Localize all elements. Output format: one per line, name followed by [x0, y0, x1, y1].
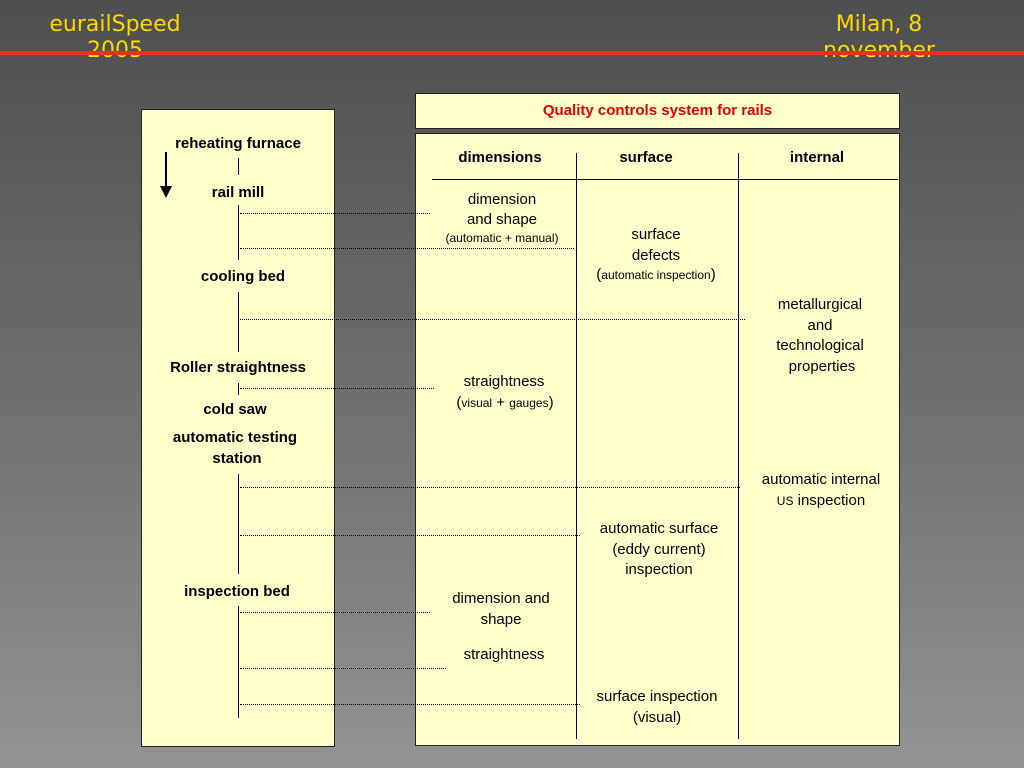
plus-sign: +: [492, 394, 510, 411]
connector-rail-mill: [240, 213, 430, 214]
paren-close: ): [548, 394, 554, 411]
control-auto-internal-line1: automatic internal: [761, 471, 881, 488]
column-dimensions: dimensions: [458, 149, 542, 166]
flow-arrow-head: [160, 186, 172, 198]
process-line: [238, 205, 239, 260]
control-metallurgical-line3: technological: [776, 337, 864, 354]
control-auto-surface-line3: inspection: [625, 561, 693, 578]
control-auto-internal-line2: US inspection: [746, 492, 896, 509]
control-metallurgical-line1: metallurgical: [777, 296, 863, 313]
mask: [580, 223, 735, 293]
connector-straightness-2: [240, 668, 446, 669]
control-surface-defects-line1: surface: [631, 226, 681, 243]
control-surface-inspection-line2: (visual): [632, 709, 682, 726]
process-line: [238, 383, 239, 395]
control-auto-surface-line1: automatic surface: [599, 520, 719, 537]
control-dimension-line3: (automatic + manual): [445, 231, 559, 245]
paren-close: ): [710, 266, 716, 283]
straightness-visual: visual: [461, 396, 493, 410]
control-dimension2-line1: dimension and: [452, 590, 550, 607]
conference-year: 2005: [40, 38, 190, 64]
us-abbrev: US: [776, 494, 794, 508]
column-surface: surface: [619, 149, 673, 166]
paren-open: (: [456, 394, 462, 411]
inspection-word: inspection: [793, 492, 866, 509]
connector-surface-inspection: [240, 704, 580, 705]
process-line: [238, 158, 239, 175]
control-surface-defects-line2: defects: [631, 247, 681, 264]
step-reheating-furnace: reheating furnace: [175, 135, 301, 152]
title-box: [415, 93, 900, 129]
mask: [740, 465, 898, 515]
connector-eddy-current: [240, 535, 580, 536]
control-metallurgical-line2: and: [807, 317, 833, 334]
header-rule: [432, 179, 898, 180]
control-straightness2: straightness: [463, 646, 545, 663]
step-cooling-bed: cooling bed: [200, 268, 286, 285]
diagram-title: Quality controls system for rails: [542, 102, 773, 119]
conference-name: eurailSpeed: [49, 12, 181, 37]
paren-open: (: [596, 266, 602, 283]
mask: [580, 683, 735, 727]
straightness-gauges: gauges: [509, 396, 549, 410]
control-surface-defects-line3: (automatic inspection): [576, 266, 736, 283]
connector-cooling-bed: [240, 319, 745, 320]
month: november: [819, 38, 939, 64]
mask: [199, 720, 283, 746]
step-inspection-bed: inspection bed: [184, 583, 290, 600]
header-left: eurailSpeed 2005: [40, 12, 190, 64]
column-separator: [738, 153, 739, 739]
connector-inspection-bed: [240, 612, 430, 613]
process-line: [238, 606, 239, 718]
column-separator: [576, 153, 577, 739]
process-line: [238, 292, 239, 352]
step-station: station: [212, 450, 262, 467]
control-dimension-line2: and shape: [466, 211, 538, 228]
control-straightness-line2: (visual + gauges): [430, 394, 580, 411]
surface-defects-method: automatic inspection: [601, 268, 711, 282]
step-cold-saw: cold saw: [203, 401, 267, 418]
connector-internal-us: [240, 487, 740, 488]
step-roller-straightness: Roller straightness: [170, 359, 306, 376]
step-automatic-testing: automatic testing: [172, 429, 298, 446]
control-surface-inspection-line1: surface inspection: [596, 688, 718, 705]
control-metallurgical-line4: properties: [788, 358, 856, 375]
step-rail-mill: rail mill: [211, 184, 265, 201]
header-divider: [0, 51, 1024, 55]
process-line: [238, 474, 239, 574]
control-dimension2-line2: shape: [480, 611, 522, 628]
control-auto-surface-line2: (eddy current): [612, 541, 706, 558]
location-date: Milan, 8: [835, 12, 923, 37]
control-dimension-line1: dimension: [467, 191, 537, 208]
header-right: Milan, 8 november: [819, 12, 939, 64]
connector-surface-defects: [240, 248, 574, 249]
control-straightness-line1: straightness: [463, 373, 545, 390]
flow-arrow: [165, 152, 167, 188]
column-internal: internal: [789, 149, 845, 166]
connector-straightness: [240, 388, 434, 389]
